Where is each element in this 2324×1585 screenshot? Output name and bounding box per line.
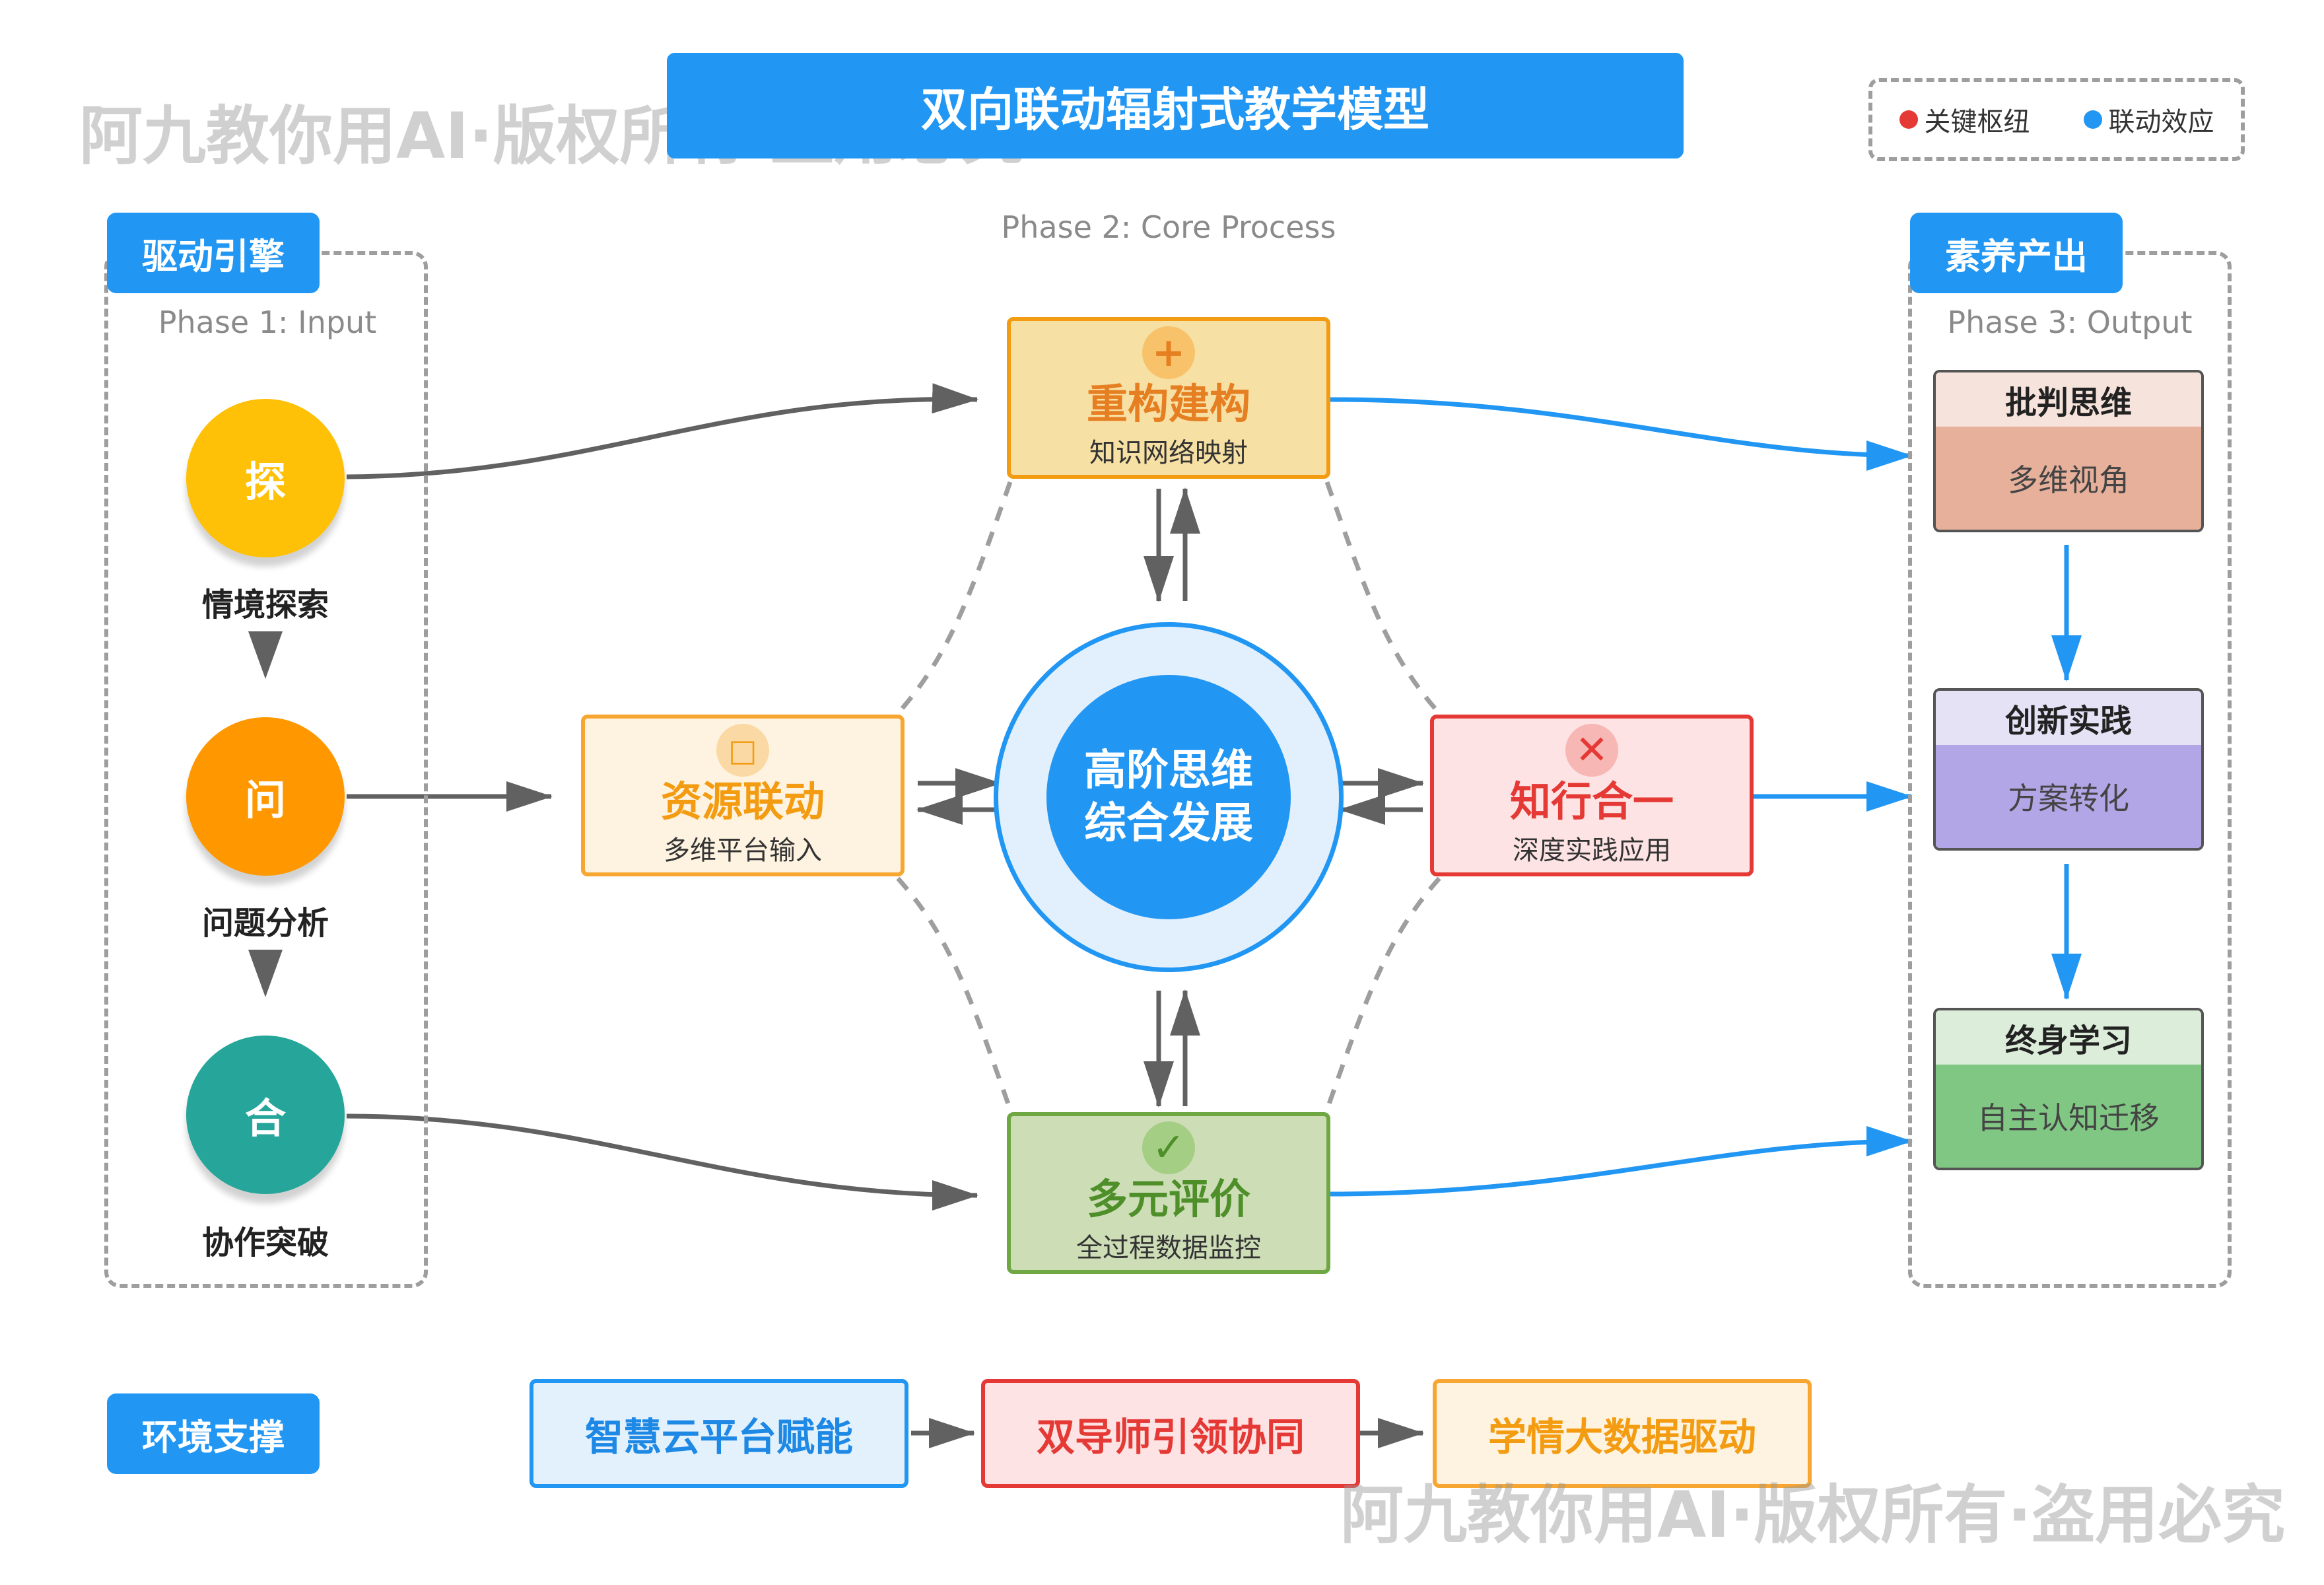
card-heading: 创新实践 (1936, 691, 2201, 745)
legend-item-key-hub: 关键枢纽 (1899, 100, 2030, 139)
key-hub-dot-icon (1899, 110, 1918, 129)
input-phase-badge: 驱动引擎 (107, 213, 320, 293)
linkage-dot-icon (2083, 110, 2102, 129)
support-big-data: 学情大数据驱动 (1433, 1379, 1812, 1488)
cooperate-label: 协作突破 (201, 1224, 329, 1261)
card-body: 方案转化 (1936, 745, 2201, 848)
node-subtitle: 深度实践应用 (1513, 835, 1671, 866)
node-resource: □ 资源联动 多维平台输入 (581, 715, 905, 876)
legend-item-linkage: 联动效应 (2083, 100, 2214, 139)
square-icon: □ (716, 723, 769, 777)
core-hub: 高阶思维 综合发展 (1046, 675, 1291, 919)
output-phase-badge: 素养产出 (1910, 213, 2123, 293)
core-hub-line1: 高阶思维 (1084, 746, 1253, 795)
node-title: 知行合一 (1509, 777, 1674, 826)
arrow-explore-to-reconstruct (346, 383, 978, 479)
cross-icon: ✕ (1565, 723, 1618, 777)
node-subtitle: 全过程数据监控 (1076, 1233, 1261, 1264)
explore-circle: 探 (186, 399, 345, 557)
check-icon: ✓ (1142, 1121, 1195, 1174)
output-card-critical: 批判思维 多维视角 (1933, 370, 2204, 532)
legend: 关键枢纽 联动效应 (1868, 78, 2245, 161)
support-badge: 环境支撑 (107, 1393, 320, 1474)
legend-label: 联动效应 (2108, 107, 2214, 137)
node-evaluate: ✓ 多元评价 全过程数据监控 (1007, 1112, 1330, 1274)
node-title: 多元评价 (1086, 1174, 1250, 1223)
page-title: 双向联动辐射式教学模型 (667, 53, 1684, 158)
output-card-lifelong: 终身学习 自主认知迁移 (1933, 1008, 2204, 1170)
card-body: 自主认知迁移 (1936, 1065, 2201, 1168)
watermark-bottom: 阿九教你用AI·版权所有·盗用必究 (1340, 1478, 2285, 1552)
node-integrate: ✕ 知行合一 深度实践应用 (1430, 715, 1754, 876)
core-dashed-outline (896, 481, 1441, 1111)
legend-label: 关键枢纽 (1924, 107, 2030, 137)
card-body: 多维视角 (1936, 427, 2201, 530)
cooperate-circle: 合 (186, 1036, 345, 1194)
core-phase-label: Phase 2: Core Process (1001, 209, 1336, 245)
output-phase-label: Phase 3: Output (1947, 304, 2193, 340)
arrow-evaluate-to-lifelong (1330, 1126, 1913, 1197)
down-arrow-icon (248, 631, 283, 679)
input-phase-label: Phase 1: Input (158, 304, 377, 340)
support-dual-mentor: 双导师引领协同 (981, 1379, 1360, 1488)
down-arrow-icon (248, 950, 283, 997)
core-hub-line2: 综合发展 (1084, 799, 1253, 848)
explore-label: 情境探索 (201, 586, 329, 623)
support-cloud-platform: 智慧云平台赋能 (530, 1379, 908, 1488)
core-hub-ring: 高阶思维 综合发展 (994, 622, 1344, 972)
question-circle: 问 (186, 717, 345, 876)
node-reconstruct: + 重构建构 知识网络映射 (1007, 317, 1330, 479)
arrow-reconstruct-to-critical (1330, 397, 1913, 471)
node-title: 重构建构 (1086, 379, 1250, 428)
arrow-cooperate-to-evaluate (346, 1113, 978, 1211)
question-label: 问题分析 (201, 905, 329, 942)
card-heading: 批判思维 (1936, 372, 2201, 427)
node-subtitle: 知识网络映射 (1089, 438, 1248, 469)
node-subtitle: 多维平台输入 (664, 835, 822, 866)
plus-icon: + (1142, 326, 1195, 379)
card-heading: 终身学习 (1936, 1010, 2201, 1065)
node-title: 资源联动 (660, 777, 825, 826)
output-card-innovation: 创新实践 方案转化 (1933, 688, 2204, 851)
